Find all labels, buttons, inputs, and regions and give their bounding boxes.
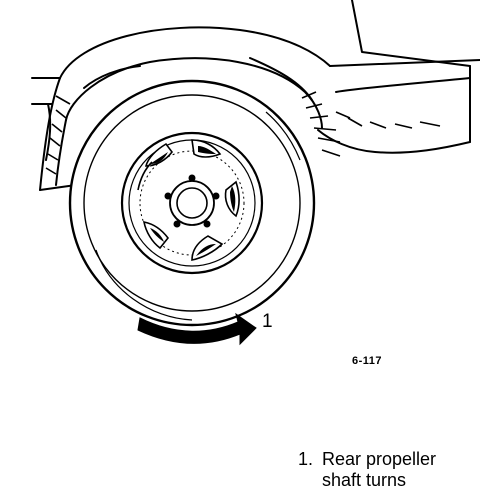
rotation-arrow xyxy=(137,312,257,346)
legend-line-2: shaft turns xyxy=(322,470,407,490)
legend-line-1: Rear propeller xyxy=(322,449,437,469)
wheel-rim xyxy=(120,131,264,275)
figure-code: 6-117 xyxy=(352,355,383,367)
legend-index: 1. xyxy=(298,449,314,469)
legend-item: 1. Rear propeller shaft turns xyxy=(298,449,436,491)
callout-number-1: 1 xyxy=(262,311,273,332)
fender-shading xyxy=(45,91,441,175)
legend-description: Rear propeller shaft turns xyxy=(322,449,436,491)
legend: 1. Rear propeller shaft turns xyxy=(298,449,436,491)
